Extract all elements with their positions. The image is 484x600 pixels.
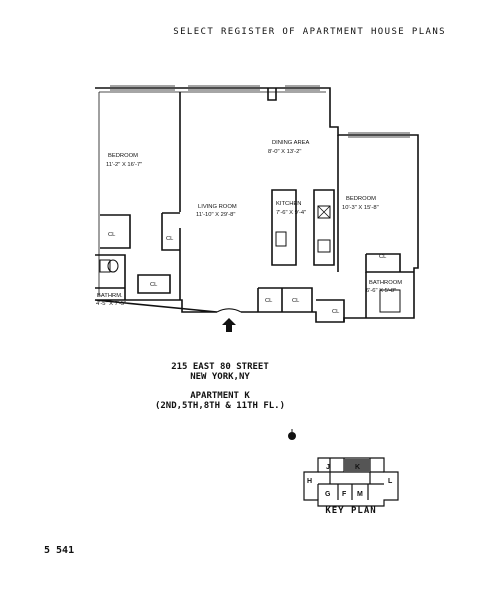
living-room-dimensions: 11'-10" X 29'-8" — [196, 212, 235, 218]
key-plan-unit-m: M — [357, 491, 363, 498]
entry-arrow — [222, 318, 236, 332]
key-plan-unit-g: G — [325, 491, 331, 498]
apartment-name: APARTMENT K — [190, 391, 250, 401]
outer-wall — [94, 87, 419, 323]
bathroom-2-label: BATHROOM — [369, 280, 402, 286]
key-plan-unit-j: J — [326, 464, 330, 471]
dining-area-dimensions: 8'-0" X 13'-2" — [268, 149, 301, 155]
bathroom-2-dimensions: 6'-6" X 5'-8" — [366, 288, 396, 294]
city: NEW YORK,NY — [190, 372, 250, 382]
kitchen-dimensions: 7'-6" X 9'-4" — [276, 210, 306, 216]
address-block: 215 EAST 80 STREET NEW YORK,NY — [120, 362, 320, 382]
closet-label: CL — [292, 298, 300, 304]
compass-icon — [288, 429, 296, 440]
dining-area-label: DINING AREA — [272, 140, 309, 146]
bedroom-1-dimensions: 11'-2" X 16'-7" — [106, 162, 142, 168]
key-plan — [303, 457, 399, 507]
closet-label: CL — [166, 236, 174, 242]
kitchen-label: KITCHEN — [276, 201, 301, 207]
closet-label: CL — [332, 309, 340, 315]
living-room-label: LIVING ROOM — [198, 204, 237, 210]
key-plan-label: KEY PLAN — [325, 506, 377, 516]
key-plan-unit-f: F — [342, 491, 347, 498]
bedroom-2-label: BEDROOM — [346, 196, 376, 202]
bathroom-1-label: BATHRM. — [97, 293, 123, 299]
plate-number: 5 541 — [44, 545, 75, 556]
closet-label: CL — [265, 298, 273, 304]
closet-label: CL — [150, 282, 158, 288]
apartment-floors: (2ND,5TH,8TH & 11TH FL.) — [154, 401, 286, 411]
key-plan-unit-l: L — [388, 478, 393, 485]
key-plan-unit-h: H — [307, 478, 312, 485]
closet-label: CL — [379, 254, 387, 260]
key-plan-highlighted-unit — [344, 459, 370, 472]
closet-label: CL — [108, 232, 116, 238]
key-plan-unit-k: K — [355, 464, 360, 471]
bedroom-1-label: BEDROOM — [108, 153, 138, 159]
bathroom-1-dimensions: 4'-5" X 7'-5" — [96, 301, 126, 307]
bedroom-2-dimensions: 10'-3" X 15'-8" — [342, 205, 379, 211]
apartment-block: APARTMENT K (2ND,5TH,8TH & 11TH FL.) — [120, 391, 320, 411]
street-address: 215 EAST 80 STREET — [171, 362, 269, 372]
page-header: SELECT REGISTER OF APARTMENT HOUSE PLANS — [173, 27, 446, 37]
